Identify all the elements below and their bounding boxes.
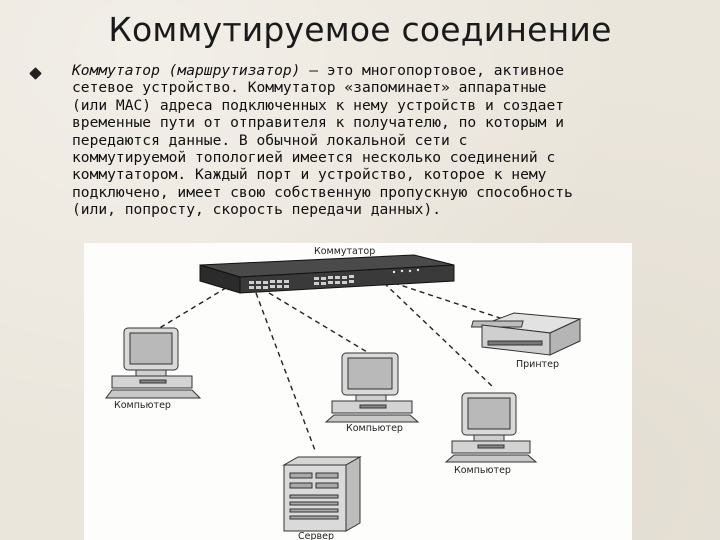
bullet-line-3: (или MAC) адреса подключенных к нему уст… <box>72 96 565 114</box>
bullet-line-8: подключено, имеет свою собственную пропу… <box>72 183 573 201</box>
link-server <box>255 292 317 454</box>
bullet-line-9: (или, попросту, скорость передачи данных… <box>72 201 442 219</box>
link-computer-left <box>147 282 235 336</box>
switch-device <box>199 254 455 294</box>
switch-label: Коммутатор <box>314 246 375 257</box>
computer-right-icon <box>444 392 538 463</box>
computer-right-label: Компьютер <box>454 465 511 476</box>
computer-left-icon <box>105 327 202 399</box>
bullet-line-2: сетевое устройство. Коммутатор «запомина… <box>72 79 547 97</box>
network-diagram: Коммутатор Компьютер Компьютер <box>84 243 632 540</box>
link-computer-center <box>268 292 373 356</box>
bullet-line-5: передаются данные. В обычной локальной с… <box>72 131 468 149</box>
slide-title: Коммутируемое соединение <box>108 10 612 49</box>
bullet-line-1: — это многопортовое, активное <box>300 62 565 79</box>
bullet-line-4: временные пути от отправителя к получате… <box>72 114 565 132</box>
computer-left-label: Компьютер <box>114 400 171 411</box>
bullet-line-7: коммутатором. Каждый порт и устройство, … <box>72 166 547 184</box>
bullet-line-6: коммутируемой топологией имеется несколь… <box>72 149 556 167</box>
computer-center-label: Компьютер <box>346 423 403 434</box>
link-printer <box>393 282 510 322</box>
printer-icon <box>470 312 582 356</box>
printer-label: Принтер <box>516 359 559 370</box>
link-computer-right <box>383 282 495 389</box>
bullet-paragraph: Коммутатор (маршрутизатор) — это многопо… <box>72 62 692 219</box>
bullet-term: Коммутатор (маршрутизатор) <box>72 62 301 79</box>
server-icon <box>282 456 362 532</box>
connection-lines <box>147 282 510 454</box>
computer-center-icon <box>324 352 420 423</box>
server-label: Сервер <box>298 531 334 540</box>
